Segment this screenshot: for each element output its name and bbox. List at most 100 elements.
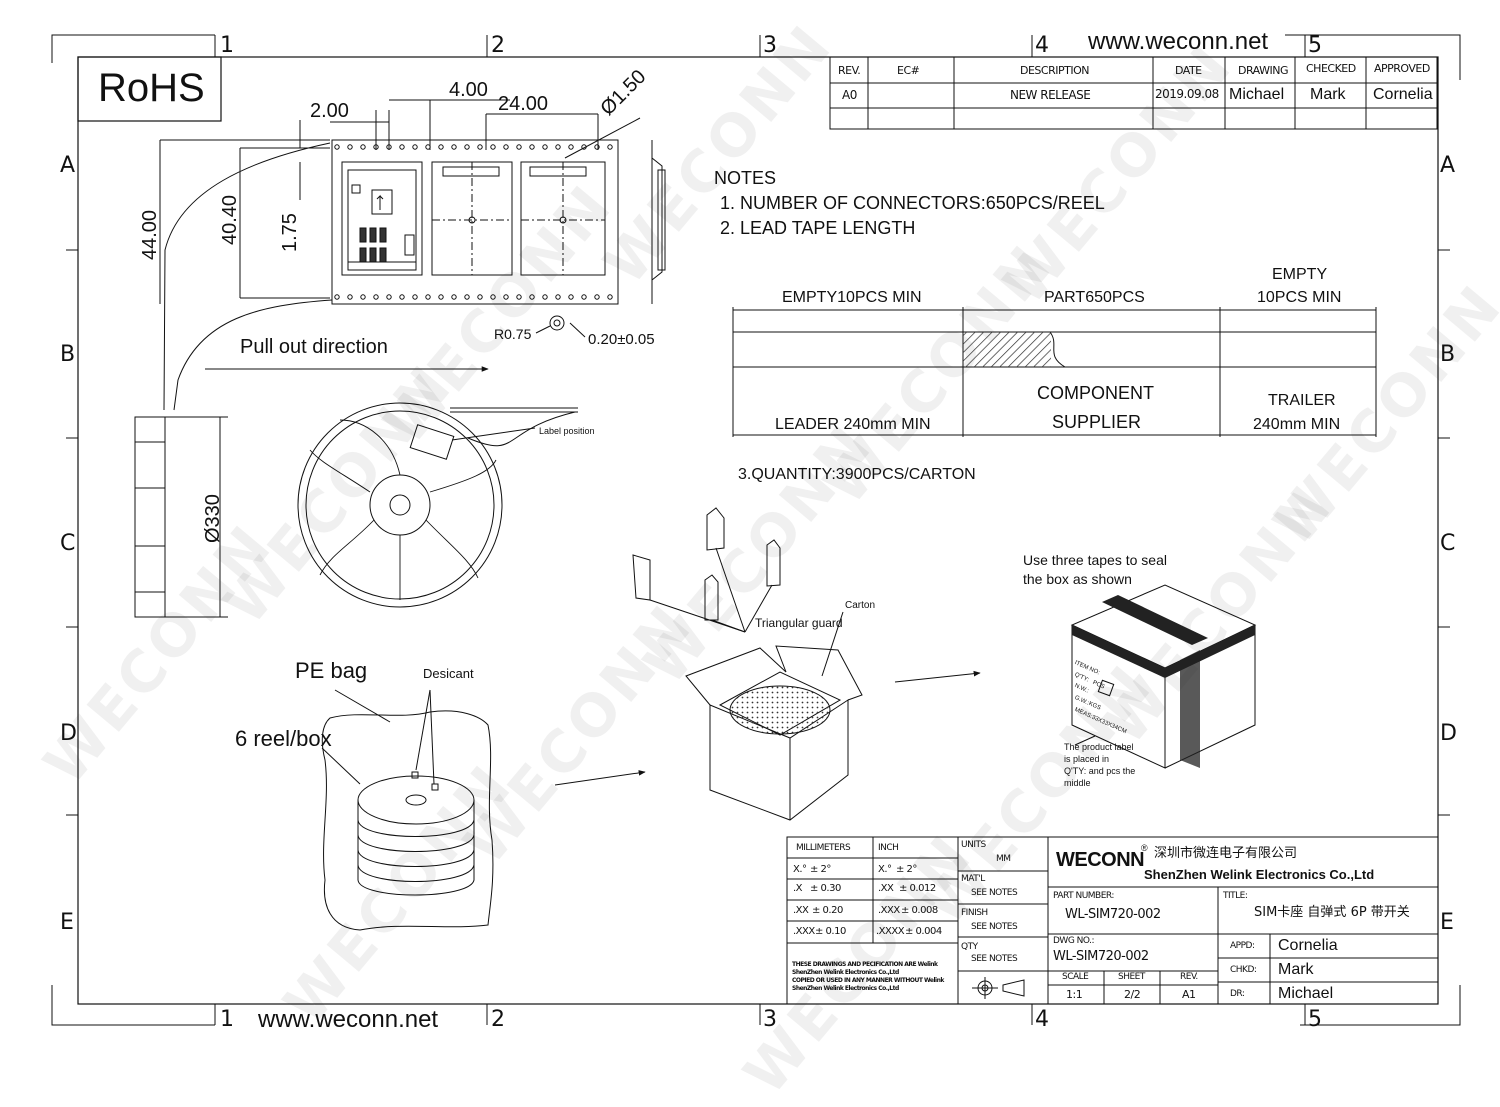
units-label: UNITS: [961, 840, 986, 850]
disclaimer-text: THESE DRAWINGS AND PECIFICATION ARE Weli…: [792, 961, 938, 968]
zone-letter: A: [60, 153, 76, 178]
zone-letter: B: [60, 342, 76, 367]
sprocket-hole: [503, 294, 509, 300]
dwg-no-value: WL-SIM720-002: [1053, 949, 1149, 964]
dimension-r0-75: R0.75: [494, 326, 532, 342]
disclaimer-text: ShenZhen Welink Electronics Co.,Ltd: [792, 969, 899, 976]
zone-letter: E: [1440, 910, 1454, 935]
scale-label: SCALE: [1062, 972, 1089, 982]
sprocket-hole: [529, 144, 535, 150]
sprocket-hole: [360, 294, 366, 300]
notes-title: NOTES: [714, 168, 777, 188]
qty-label: QTY: [961, 942, 978, 952]
brand-logo: WECONN: [1056, 849, 1145, 871]
dimension-1-75: 1.75: [279, 213, 301, 252]
approved-header: APPROVED: [1374, 62, 1430, 75]
rev-header: REV.: [838, 64, 861, 77]
rohs-mark: RoHS: [98, 66, 205, 110]
date-value: 2019.09.08: [1155, 87, 1219, 101]
appd-value: Cornelia: [1278, 937, 1338, 954]
dimension-2-00: 2.00: [310, 100, 349, 122]
sprocket-hole: [594, 294, 600, 300]
sprocket-hole: [412, 144, 418, 150]
approved-value: Cornelia: [1373, 86, 1433, 103]
label-position-label: Label position: [539, 426, 595, 436]
company-name-cn: 深圳市微连电子有限公司: [1154, 846, 1298, 861]
appd-label: APPD:: [1230, 941, 1255, 951]
sprocket-hole: [360, 144, 366, 150]
zone-letter: E: [60, 910, 74, 935]
matl-label: MAT'L: [961, 874, 985, 884]
tol-mm-key: .XXX: [793, 926, 815, 937]
sprocket-hole: [386, 294, 392, 300]
sprocket-hole: [412, 294, 418, 300]
drawing-header: DRAWING: [1238, 64, 1288, 77]
ec-header: EC#: [897, 64, 920, 77]
chkd-value: Mark: [1278, 961, 1314, 978]
checked-header: CHECKED: [1306, 62, 1356, 75]
tol-mm-value: ± 2°: [810, 864, 831, 875]
sprocket-hole: [568, 294, 574, 300]
dimension-dia-330: Ø330: [202, 494, 224, 543]
supplier-label: SUPPLIER: [1052, 412, 1142, 432]
sprocket-hole: [568, 144, 574, 150]
zone-number: 5: [1308, 33, 1322, 58]
sprocket-hole: [529, 294, 535, 300]
sprocket-hole: [555, 294, 561, 300]
sprocket-hole: [347, 144, 353, 150]
product-label-note: is placed in: [1064, 754, 1110, 764]
sprocket-hole: [425, 294, 431, 300]
pull-out-direction-label: Pull out direction: [240, 336, 388, 358]
sprocket-hole: [438, 144, 444, 150]
zone-letter: B: [1440, 342, 1456, 367]
rev-value: A0: [842, 88, 857, 102]
description-value: NEW RELEASE: [1010, 88, 1091, 102]
site-url-link[interactable]: www.weconn.net: [258, 1006, 439, 1033]
zone-letter: A: [1440, 153, 1456, 178]
note-3: 3.QUANTITY:3900PCS/CARTON: [738, 466, 976, 483]
note-2: 2. LEAD TAPE LENGTH: [720, 218, 916, 238]
product-label-note: The product label: [1064, 742, 1134, 752]
tapes-note-2: the box as shown: [1023, 571, 1132, 587]
component-label: COMPONENT: [1037, 383, 1154, 403]
registered-mark: ®: [1141, 843, 1148, 853]
sprocket-hole: [373, 294, 379, 300]
sprocket-hole: [607, 294, 613, 300]
site-url-link[interactable]: www.weconn.net: [1088, 28, 1269, 55]
zone-letter: C: [1440, 531, 1456, 556]
mm-header: MILLIMETERS: [796, 843, 851, 853]
matl-value: SEE NOTES: [971, 888, 1018, 898]
tapes-note-1: Use three tapes to seal: [1023, 552, 1167, 568]
sprocket-hole: [490, 294, 496, 300]
dimension-0-20: 0.20±0.05: [588, 331, 655, 348]
zone-letter: D: [1440, 721, 1457, 746]
sprocket-hole: [399, 294, 405, 300]
sprocket-hole: [347, 294, 353, 300]
rev-label: REV.: [1180, 972, 1198, 982]
drawing-title: SIM卡座 自弹式 6P 带开关: [1254, 905, 1410, 920]
sprocket-hole: [516, 294, 522, 300]
sheet-label: SHEET: [1118, 972, 1145, 982]
zone-letter: D: [60, 721, 77, 746]
sprocket-hole: [503, 144, 509, 150]
trailer-label: TRAILER: [1268, 392, 1336, 409]
tol-in-key: X.°: [878, 864, 892, 875]
units-value: MM: [996, 854, 1011, 864]
sprocket-hole: [399, 144, 405, 150]
dimension-24-00: 24.00: [498, 93, 549, 115]
tol-in-value: ± 0.008: [901, 905, 938, 916]
tol-mm-value: ± 0.20: [812, 905, 843, 916]
sprocket-hole: [594, 144, 600, 150]
reel-per-box-label: 6 reel/box: [235, 726, 332, 751]
dimension-4-00: 4.00: [449, 79, 488, 101]
chkd-label: CHKD:: [1230, 965, 1257, 975]
pe-bag-label: PE bag: [295, 658, 368, 683]
empty-count-label: 10PCS MIN: [1257, 289, 1342, 306]
sprocket-hole: [581, 294, 587, 300]
zone-number: 4: [1035, 1007, 1049, 1032]
leader-label: LEADER 240mm MIN: [775, 416, 931, 433]
part-label: PART650PCS: [1044, 289, 1145, 306]
part-number-label: PART NUMBER:: [1053, 891, 1114, 901]
qty-value: SEE NOTES: [971, 954, 1018, 964]
zone-number: 1: [220, 1007, 234, 1032]
